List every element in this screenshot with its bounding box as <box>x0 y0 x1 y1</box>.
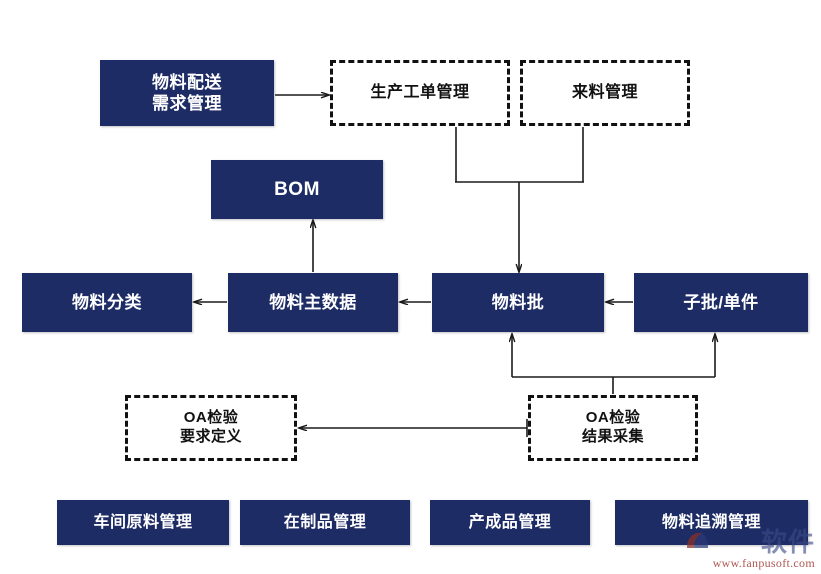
node-material-master-data[interactable]: 物料主数据 <box>228 273 398 332</box>
node-label: 产成品管理 <box>468 513 552 531</box>
node-label: 物料批 <box>491 292 545 312</box>
watermark-url: www.fanpusoft.com <box>712 556 815 570</box>
node-material-category[interactable]: 物料分类 <box>22 273 192 332</box>
node-label: 物料主数据 <box>269 292 357 312</box>
node-label: 物料追溯管理 <box>661 513 761 531</box>
node-incoming-material[interactable]: 来料管理 <box>520 60 690 126</box>
node-label: 子批/单件 <box>683 292 759 312</box>
node-workshop-raw-material[interactable]: 车间原料管理 <box>57 500 229 545</box>
node-label: 生产工单管理 <box>370 84 470 101</box>
node-material-batch[interactable]: 物料批 <box>432 273 604 332</box>
node-oa-inspection-result[interactable]: OA检验 结果采集 <box>528 395 698 461</box>
node-label: OA检验 结果采集 <box>581 409 644 445</box>
node-label: OA检验 要求定义 <box>179 409 242 445</box>
connector-oa-result-to-batches <box>512 334 715 394</box>
node-oa-inspection-requirement[interactable]: OA检验 要求定义 <box>125 395 297 461</box>
node-bom[interactable]: BOM <box>211 160 383 219</box>
connector-orders-to-material-batch <box>455 127 584 272</box>
node-label: 来料管理 <box>571 84 638 101</box>
node-sub-batch-unit[interactable]: 子批/单件 <box>634 273 808 332</box>
node-production-work-order[interactable]: 生产工单管理 <box>330 60 510 126</box>
node-work-in-process[interactable]: 在制品管理 <box>240 500 410 545</box>
node-label: 在制品管理 <box>283 513 367 531</box>
node-label: 车间原料管理 <box>93 513 193 531</box>
node-finished-product[interactable]: 产成品管理 <box>430 500 590 545</box>
node-label: 物料分类 <box>72 292 142 312</box>
connector-oa-result-to-requirement <box>299 419 528 437</box>
node-material-delivery-demand[interactable]: 物料配送 需求管理 <box>100 60 274 126</box>
node-label: BOM <box>274 178 320 200</box>
node-label: 物料配送 需求管理 <box>152 72 222 113</box>
node-material-traceability[interactable]: 物料追溯管理 <box>615 500 808 545</box>
